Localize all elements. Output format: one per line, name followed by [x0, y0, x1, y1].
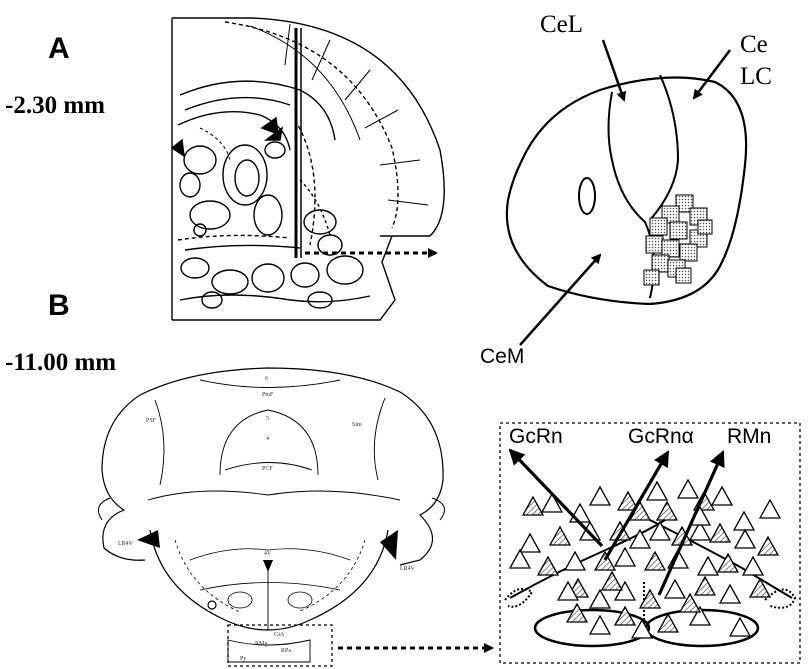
neuron-triangle: [743, 557, 763, 575]
label-rmn: RMn: [727, 425, 771, 448]
panel-a-depth-label: -2.30 mm: [5, 92, 105, 119]
label-ce: Ce: [740, 31, 768, 58]
neuron-triangle: [665, 580, 685, 598]
neuron-triangle: [520, 534, 540, 552]
neuron-triangle: [760, 500, 780, 518]
hatched-neuron-triangle: [602, 572, 622, 590]
label-lc: LC: [740, 63, 772, 90]
panel-a-letter: A: [48, 32, 70, 65]
neuron-triangle: [570, 504, 590, 522]
hatched-neuron-triangle: [750, 579, 770, 597]
atlas-label: Sim: [352, 422, 362, 428]
panel-a: A -2.30 mm: [5, 11, 772, 368]
label-cel: CeL: [540, 11, 583, 38]
neuron-triangle: [615, 548, 635, 566]
lateral-recess-right: [380, 530, 398, 560]
amygdala-outline: [507, 75, 746, 304]
hatched-neuron-triangle: [595, 552, 615, 570]
neuron-triangle: [734, 512, 754, 530]
label-cem: CeM: [480, 345, 524, 368]
panel-b-depth-label: -11.00 mm: [5, 349, 116, 376]
coronal-section-drawing: [172, 18, 444, 320]
fourth-ventricle-mark: [263, 560, 273, 572]
neuron-triangle: [712, 487, 732, 505]
hatched-neuron-triangle: [538, 557, 558, 575]
neuron-triangle: [590, 590, 610, 608]
arrow-gcrn: [510, 450, 602, 546]
pyramid-ellipse-left: [535, 610, 649, 646]
hatched-neuron-triangle: [645, 552, 665, 570]
atlas-label: PCF: [262, 466, 273, 472]
hatched-neuron-triangle: [710, 524, 730, 542]
atlas-label: GiA: [274, 632, 285, 638]
neuron-triangle: [590, 616, 610, 634]
atlas-label: 6: [265, 376, 268, 382]
neuron-triangle: [650, 522, 670, 540]
atlas-label: RPa: [281, 648, 291, 654]
atlas-label: 5: [266, 416, 269, 422]
neuron-triangle: [678, 480, 698, 498]
dotted-region-left: [505, 589, 532, 607]
brainstem-section-drawing: [98, 368, 444, 662]
atlas-label: PmF: [262, 392, 274, 398]
atlas-label: LR4V: [118, 541, 134, 547]
neuron-triangle: [735, 530, 755, 548]
neuron-triangle: [698, 557, 718, 575]
atlas-labels: 6 PmF 5 4 PCF PSF Sim LR4V LR4V 4V GiA R…: [118, 376, 416, 662]
panel-b-letter: B: [48, 289, 70, 322]
atlas-label: RMg: [255, 641, 267, 647]
hatched-neuron-triangle: [758, 537, 778, 555]
neuron-triangle: [590, 487, 610, 505]
label-gcrn: GcRn: [509, 425, 563, 448]
hatched-neuron-triangle: [550, 527, 570, 545]
neuron-triangle: [510, 550, 530, 568]
panel-b: B -11.00 mm: [5, 289, 800, 666]
atlas-label: Py: [240, 656, 246, 662]
neuron-triangle: [630, 530, 650, 548]
hatched-neuron-triangle: [523, 497, 543, 515]
dotted-region-right: [765, 589, 795, 607]
neuron-triangle: [730, 618, 750, 636]
hatched-neuron-triangle: [567, 604, 587, 622]
neuron-triangle: [720, 585, 740, 603]
atlas-label: 4V: [264, 551, 272, 557]
hatched-neuron-triangle: [695, 577, 715, 595]
hatched-neuron-triangle: [657, 502, 677, 520]
lateral-recess-left: [137, 530, 160, 548]
atlas-label: 4: [266, 436, 269, 442]
label-gcrn-alpha: GcRnα: [628, 425, 694, 448]
atlas-label: PSF: [146, 418, 157, 424]
atlas-label: LR4V: [400, 566, 416, 572]
